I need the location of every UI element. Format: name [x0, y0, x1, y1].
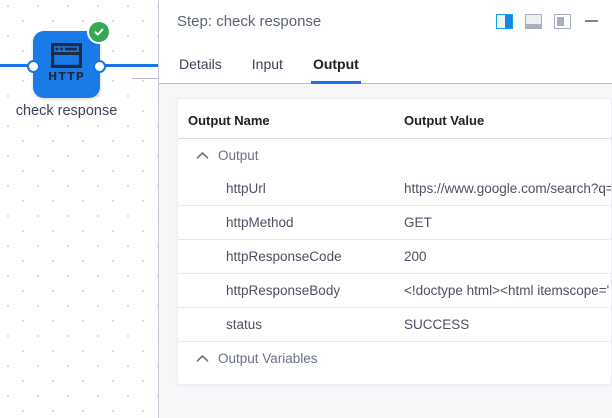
chevron-up-icon[interactable]	[196, 148, 209, 163]
step-details-panel: Step: check response Details Input Outpu…	[158, 0, 612, 418]
output-value-cell: SUCCESS	[404, 307, 611, 342]
http-node-icon: HTTP	[33, 43, 100, 82]
group-label: Output	[218, 148, 259, 163]
output-name-cell: httpMethod	[178, 205, 404, 240]
node-input-port[interactable]	[27, 60, 40, 73]
output-value-cell: 200	[404, 375, 611, 384]
chevron-up-icon[interactable]	[196, 351, 209, 366]
panel-header: Step: check response	[159, 0, 612, 42]
output-value-cell: GET	[404, 205, 611, 240]
table-group-row-output[interactable]: Output	[178, 139, 611, 173]
workflow-canvas[interactable]: HTTP check response	[0, 0, 158, 418]
connector-line-outgoing	[100, 64, 158, 67]
http-label: HTTP	[48, 70, 85, 83]
output-value-cell: <!doctype html><html itemscope='	[404, 273, 611, 308]
output-name-cell: httpUrl	[178, 172, 404, 206]
minimize-panel-button[interactable]	[585, 20, 598, 22]
tab-input[interactable]: Input	[251, 56, 283, 72]
output-table: Output Name Output Value	[178, 99, 611, 384]
workflow-node-check-response[interactable]: HTTP check response	[16, 22, 117, 119]
panel-content: Output Name Output Value	[159, 84, 612, 418]
table-row: httpResponseBody <!doctype html><html it…	[178, 273, 611, 308]
tab-output[interactable]: Output	[310, 56, 361, 84]
group-label: Output Variables	[218, 351, 318, 366]
layout-split-left-button[interactable]	[554, 13, 571, 29]
output-name-cell: httpResponseCode	[178, 239, 404, 274]
table-row: status SUCCESS	[178, 307, 611, 342]
table-header-row: Output Name Output Value	[178, 99, 611, 139]
panel-tabs: Details Input Output	[159, 42, 612, 84]
column-header-output-value: Output Value	[404, 99, 611, 139]
node-output-port[interactable]	[93, 60, 106, 73]
canvas-divider	[132, 78, 158, 79]
tab-details[interactable]: Details	[179, 56, 222, 72]
node-label: check response	[15, 103, 118, 119]
column-header-output-name: Output Name	[178, 99, 404, 139]
check-circle-icon	[89, 22, 109, 42]
layout-split-bottom-button[interactable]	[525, 13, 542, 29]
panel-title: Step: check response	[177, 12, 322, 30]
output-table-card: Output Name Output Value	[177, 98, 612, 385]
table-row: httpMethod GET	[178, 205, 611, 240]
output-value-cell: https://www.google.com/search?q=	[404, 172, 611, 206]
output-value-cell: 200	[404, 239, 611, 274]
table-row: httpUrl https://www.google.com/search?q=	[178, 172, 611, 206]
connector-line-incoming	[0, 64, 40, 67]
table-group-row-output-variables[interactable]: Output Variables	[178, 342, 611, 376]
output-name-cell: foo	[178, 375, 404, 384]
node-body[interactable]: HTTP	[27, 22, 109, 98]
output-name-cell: httpResponseBody	[178, 273, 404, 308]
output-name-cell: status	[178, 307, 404, 342]
layout-split-right-button[interactable]	[496, 13, 513, 29]
table-row: foo 200	[178, 375, 611, 384]
table-row: httpResponseCode 200	[178, 239, 611, 274]
panel-layout-controls	[496, 13, 598, 29]
